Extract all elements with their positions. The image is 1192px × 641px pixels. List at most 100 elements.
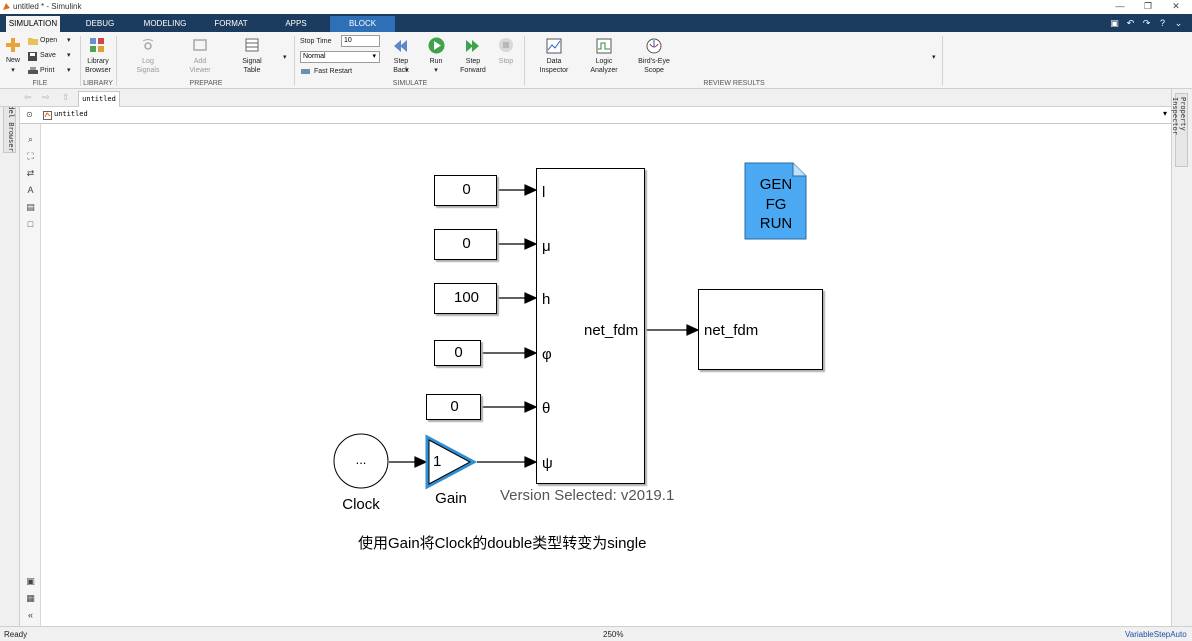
prepare-expand-icon[interactable]: ▾: [283, 54, 287, 61]
chevron-down-icon: ▾: [67, 52, 71, 59]
birds-eye-label-2: Scope: [644, 67, 664, 74]
gain-block[interactable]: [424, 434, 478, 490]
annotation-icon[interactable]: A: [27, 185, 34, 195]
back-arrow-icon[interactable]: ⇦: [24, 92, 32, 102]
explorer-bar-icon[interactable]: ▦: [26, 593, 35, 603]
signal-table-label-2: Table: [243, 67, 261, 74]
property-inspector-tab[interactable]: Property Inspector: [1171, 93, 1188, 167]
model-tab-untitled[interactable]: untitled: [78, 91, 120, 107]
fit-view-icon[interactable]: ⛶: [27, 151, 34, 161]
image-icon[interactable]: ▤: [26, 202, 35, 212]
library-icon: [90, 38, 104, 52]
status-ready: Ready: [4, 630, 28, 639]
save-icon: [28, 52, 37, 61]
net-fdm-output-block[interactable]: net_fdm: [698, 289, 823, 370]
stop-icon: [499, 38, 513, 52]
gain-label: Gain: [435, 490, 467, 507]
ribbon: New ▾ Open ▾ Save ▾ Print ▾ FILE Library…: [0, 32, 1192, 89]
step-back-label-1: Step: [393, 58, 409, 65]
file-group-label: FILE: [32, 80, 48, 87]
clock-block[interactable]: [332, 431, 390, 491]
arrows-icon[interactable]: ⇄: [26, 168, 35, 178]
maximize-button[interactable]: ❐: [1143, 1, 1153, 11]
collapse-icon[interactable]: «: [27, 610, 33, 620]
review-group-label: REVIEW RESULTS: [703, 80, 765, 87]
chevron-down-icon: ▾: [11, 67, 15, 74]
gen-fg-run-block[interactable]: [744, 162, 808, 242]
add-viewer-label-2: Viewer: [189, 67, 211, 74]
simulate-group-label: SIMULATE: [392, 80, 428, 87]
gain-value: 1: [433, 453, 442, 470]
group-divider: [524, 36, 525, 86]
chevron-down-icon[interactable]: ▾: [1162, 109, 1167, 118]
left-sidebar: Model Browser: [0, 89, 20, 626]
stop-time-label: Stop Time: [300, 38, 332, 45]
group-divider: [294, 36, 295, 86]
subsystem-block[interactable]: l μ h φ θ ψ net_fdm: [536, 168, 645, 484]
simulation-mode-value: Normal: [303, 53, 326, 60]
print-label: Print: [40, 67, 55, 74]
birds-eye-label-1: Bird's-Eye: [638, 58, 670, 65]
tab-debug[interactable]: DEBUG: [85, 19, 115, 28]
tab-apps[interactable]: APPS: [285, 19, 307, 28]
constant-block-3[interactable]: 100: [434, 283, 497, 314]
new-icon: [6, 38, 20, 52]
save-label: Save: [40, 52, 56, 59]
port-psi: ψ: [542, 455, 553, 472]
port-mu: μ: [542, 238, 551, 255]
chevron-down-icon: ▾: [372, 53, 376, 60]
address-bar: ⊙ untitled ▾: [20, 107, 1171, 124]
model-canvas[interactable]: 0 0 100 0 0 ... Clock 1 Gain l μ h φ θ ψ…: [41, 124, 1171, 626]
data-inspector-label-2: Inspector: [539, 67, 569, 74]
quick-save-icon[interactable]: ▣: [1110, 18, 1119, 28]
tab-modeling[interactable]: MODELING: [143, 19, 187, 28]
solver-link[interactable]: VariableStepAuto: [1125, 630, 1187, 639]
chevron-down-icon: ▾: [67, 37, 71, 44]
title-bar: untitled * - Simulink — ❐ ✕: [0, 0, 1192, 14]
library-label-1: Library: [87, 58, 109, 65]
constant-block-5[interactable]: 0: [426, 394, 481, 420]
path-text: untitled: [54, 110, 88, 118]
redo-icon[interactable]: ↷: [1142, 18, 1151, 28]
log-signals-icon: [142, 39, 154, 50]
step-forward-label-2: Forward: [460, 67, 486, 74]
forward-arrow-icon[interactable]: ⇨: [42, 92, 50, 102]
constant-value: 0: [454, 344, 463, 361]
model-icon: [43, 111, 52, 120]
constant-block-4[interactable]: 0: [434, 340, 481, 366]
data-inspector-label-1: Data: [546, 58, 562, 65]
annotation-text[interactable]: 使用Gain将Clock的double类型转变为single: [358, 535, 647, 552]
fg-label: FG: [765, 196, 787, 213]
close-button[interactable]: ✕: [1172, 1, 1180, 11]
status-bar: Ready 250% VariableStepAuto: [0, 626, 1192, 641]
step-forward-label-1: Step: [465, 58, 481, 65]
run-icon: [428, 37, 445, 54]
logic-analyzer-label-1: Logic: [595, 58, 613, 65]
stop-label: Stop: [498, 58, 514, 65]
tab-block[interactable]: BLOCK: [330, 16, 395, 32]
simulation-mode-select[interactable]: Normal ▾: [300, 51, 380, 63]
signal-table-icon: [245, 38, 259, 52]
stop-time-input[interactable]: 10: [341, 35, 380, 47]
add-viewer-icon: [193, 39, 207, 51]
review-expand-icon[interactable]: ▾: [932, 54, 936, 61]
undo-icon[interactable]: ↶: [1126, 18, 1135, 28]
expand-icon[interactable]: ⌄: [1174, 18, 1183, 28]
tab-simulation[interactable]: SIMULATION: [6, 16, 60, 32]
output-port-net-fdm: net_fdm: [584, 322, 639, 339]
up-arrow-icon[interactable]: ⇧: [62, 92, 70, 102]
new-label: New: [5, 57, 20, 64]
hide-explorer-icon[interactable]: ⊙: [26, 110, 33, 119]
fast-restart-label: Fast Restart: [314, 68, 353, 75]
zoom-icon[interactable]: ⌕: [27, 134, 34, 144]
screenshot-icon[interactable]: ▣: [26, 576, 35, 586]
tab-format[interactable]: FORMAT: [214, 19, 248, 28]
minimize-button[interactable]: —: [1115, 1, 1125, 11]
area-icon[interactable]: □: [27, 219, 34, 229]
constant-block-2[interactable]: 0: [434, 229, 497, 260]
library-group-label: LIBRARY: [83, 80, 113, 87]
help-icon[interactable]: ?: [1159, 18, 1165, 28]
constant-block-1[interactable]: 0: [434, 175, 497, 206]
group-divider: [80, 36, 81, 86]
open-label: Open: [40, 37, 58, 44]
